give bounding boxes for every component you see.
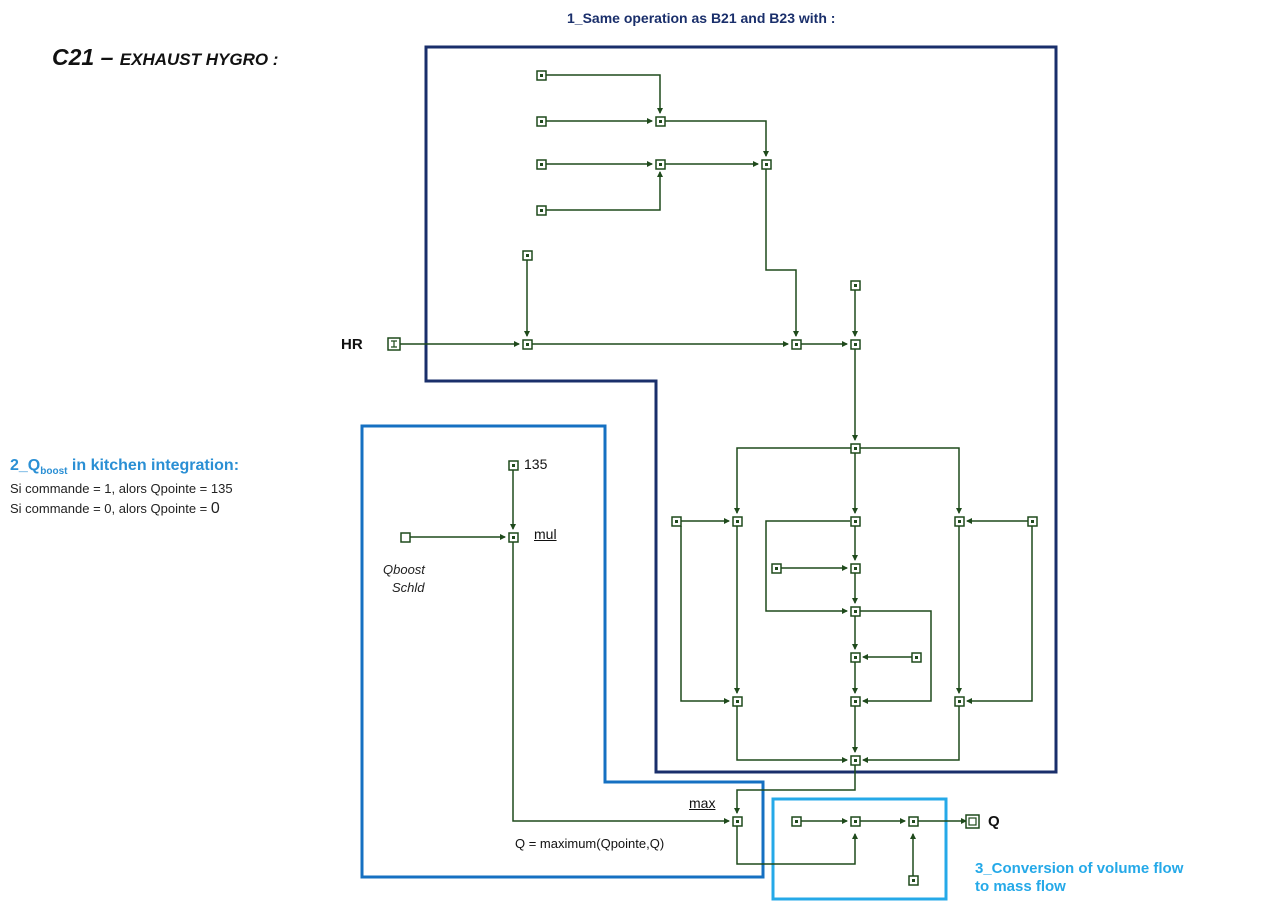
section-2-suffix: in kitchen integration: [67,457,240,474]
wires [400,74,1033,876]
section-3-label: 3_Conversion of volume flow to mass flow [975,860,1183,896]
qboost-label-1: Qboost [383,562,425,577]
note-line-1: Si commande = 1, alors Qpointe = 135 [10,481,233,496]
page-title: C21 – Exhaust hygro : [52,44,278,71]
title-dash: – [94,44,120,70]
title-code: C21 [52,44,95,70]
section-1-label: 1_Same operation as B21 and B23 with : [567,10,836,26]
max-formula: Q = maximum(Qpointe,Q) [515,836,665,851]
note-line-2-text: Si commande = 0, alors Qpointe = [10,501,211,516]
note-line-2: Si commande = 0, alors Qpointe = 0 [10,500,220,518]
section-2-label: 2_Qboost in kitchen integration: [10,457,239,477]
blocks [400,70,1038,886]
section-1-frame [424,45,1058,774]
note-line-2-value: 0 [210,500,220,517]
hr-label: HR [341,336,363,353]
section-3-frame [771,797,948,901]
section-2-subscript: boost [40,466,68,478]
section-2-prefix: 2_Q [10,457,41,474]
mul-label: mul [534,526,557,542]
q-output-block [965,814,980,829]
constant-135-label: 135 [524,456,548,472]
block-glyphs [512,74,1034,882]
max-label: max [689,795,716,811]
qboost-label-2: Schld [392,580,425,595]
section-3-line-2: to mass flow [975,878,1066,895]
section-2-frame [360,424,765,879]
q-output-label: Q [988,813,1000,830]
hr-input-block [387,337,401,351]
title-name: Exhaust hygro : [119,50,279,69]
qboost-input-block [400,532,411,543]
section-3-line-1: 3_Conversion of volume flow [975,860,1184,877]
